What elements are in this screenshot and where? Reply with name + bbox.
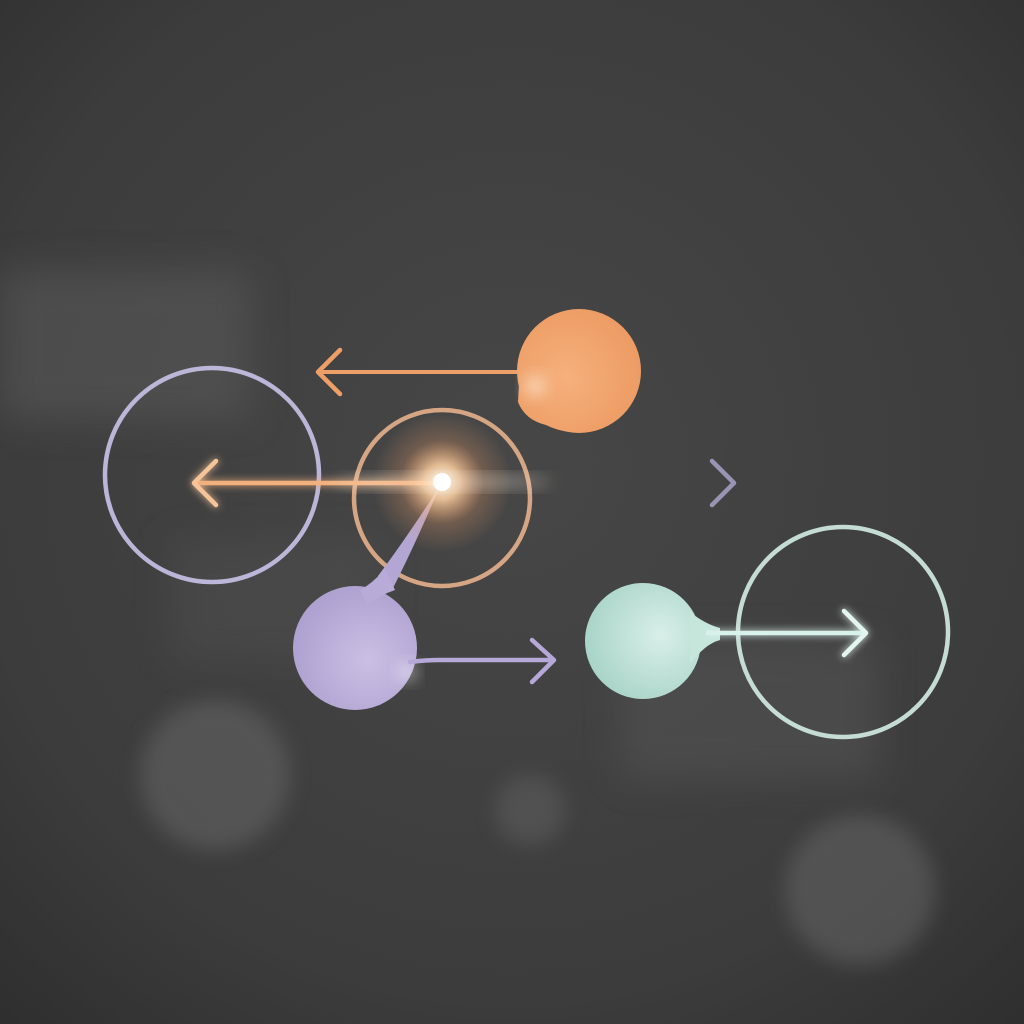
orange-ring <box>351 407 533 589</box>
orange-node <box>517 309 641 433</box>
bokeh-circle-right <box>785 815 935 965</box>
bokeh-circle-left <box>140 700 290 850</box>
bokeh-panel-left <box>0 270 250 420</box>
bokeh-circle-small <box>495 775 565 845</box>
arrow-right-lower <box>407 637 557 685</box>
arrow-right-mint <box>705 608 869 658</box>
arrow-left-top <box>315 347 527 397</box>
central-flare <box>332 412 552 552</box>
lavender-ring <box>102 365 322 585</box>
mint-node <box>585 583 720 699</box>
